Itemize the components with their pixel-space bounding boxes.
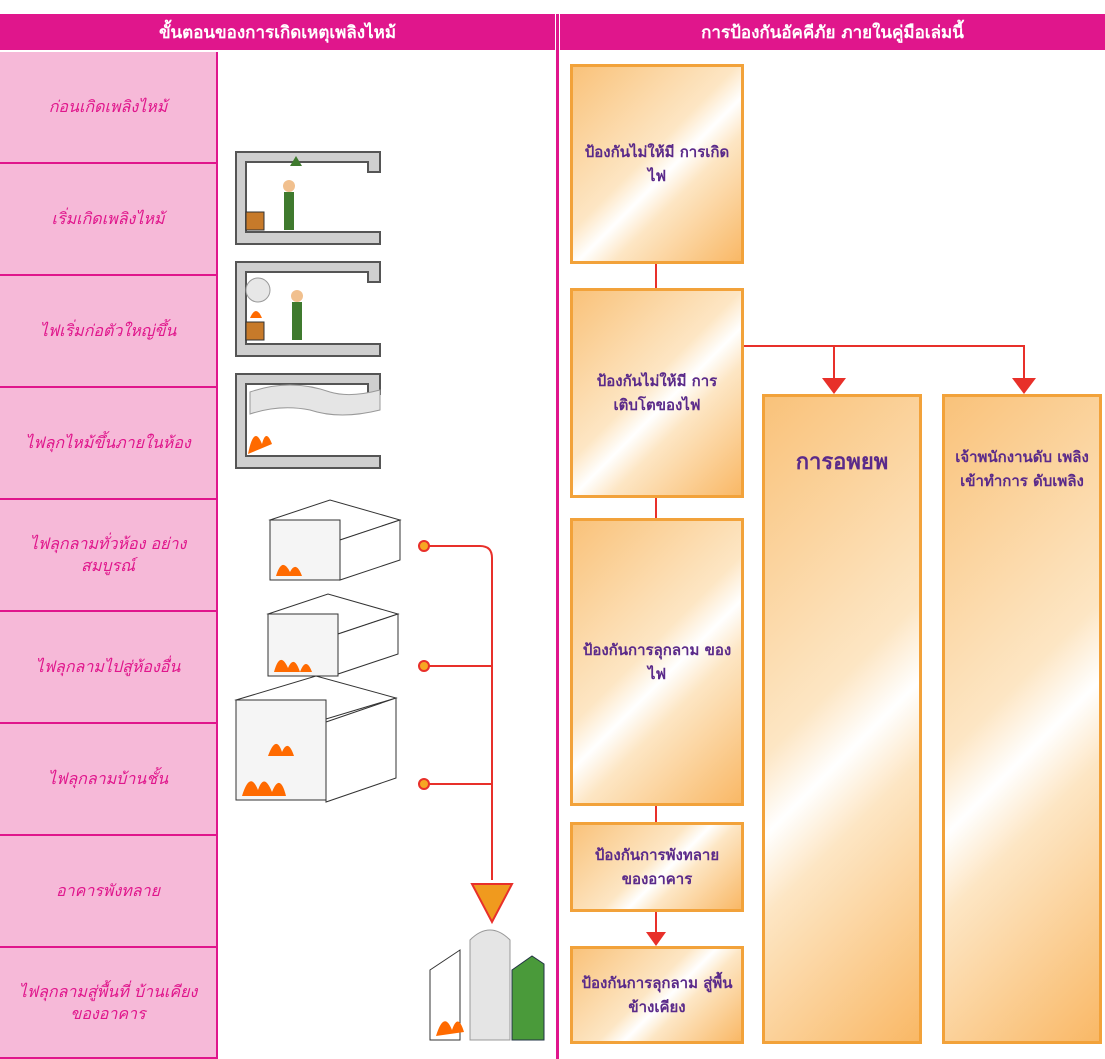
header-prevention: การป้องกันอัคคีภัย ภายในคู่มือเล่มนี้ (560, 14, 1105, 50)
spread-arrow-connector (424, 545, 493, 880)
building-collapse-illustration (429, 929, 545, 1041)
room-fire-starts-illustration (235, 261, 381, 357)
building-spread-floor-illustration (234, 675, 398, 803)
column-divider (556, 14, 559, 1059)
box-firefighters: เจ้าพนักงานดับ เพลิงเข้าทำการ ดับเพลิง (942, 394, 1102, 1044)
box-prevent-neighbor: ป้องกันการลุกลาม สู่พื้นข้างเคียง (570, 946, 744, 1044)
box-prevent-spread: ป้องกันการลุกลาม ของไฟ (570, 518, 744, 806)
header-stages: ขั้นตอนของการเกิดเหตุเพลิงไหม้ (0, 14, 555, 50)
stage-spread-neighbors: ไฟลุกลามสู่พื้นที่ บ้านเคียงของอาคาร (0, 948, 218, 1059)
stage-room-ignites: ไฟลุกไหม้ขึ้นภายในห้อง (0, 388, 218, 500)
stage-spread-floor: ไฟลุกลามบ้านชั้น (0, 724, 218, 836)
building-spread-rooms-illustration (266, 593, 400, 677)
box-prevent-fire: ป้องกันไม่ให้มี การเกิดไฟ (570, 64, 744, 264)
stage-collapse: อาคารพังทลาย (0, 836, 218, 948)
box-prevent-collapse: ป้องกันการพังทลาย ของอาคาร (570, 822, 744, 912)
building-room-engulfed-illustration (268, 499, 402, 581)
box-evacuation: การอพยพ (762, 394, 922, 1044)
stage-fire-grows: ไฟเริ่มก่อตัวใหญ่ขึ้น (0, 276, 218, 388)
box-prevent-growth: ป้องกันไม่ให้มี การเติบโตของไฟ (570, 288, 744, 498)
stage-room-engulfed: ไฟลุกลามทั่วห้อง อย่างสมบูรณ์ (0, 500, 218, 612)
room-before-fire-illustration (235, 151, 381, 245)
down-arrow-head (470, 883, 514, 925)
stage-spread-rooms: ไฟลุกลามไปสู่ห้องอื่น (0, 612, 218, 724)
room-fire-grows-illustration (235, 373, 381, 469)
stage-before-fire: ก่อนเกิดเพลิงไหม้ (0, 52, 218, 164)
stage-fire-starts: เริ่มเกิดเพลิงไหม้ (0, 164, 218, 276)
